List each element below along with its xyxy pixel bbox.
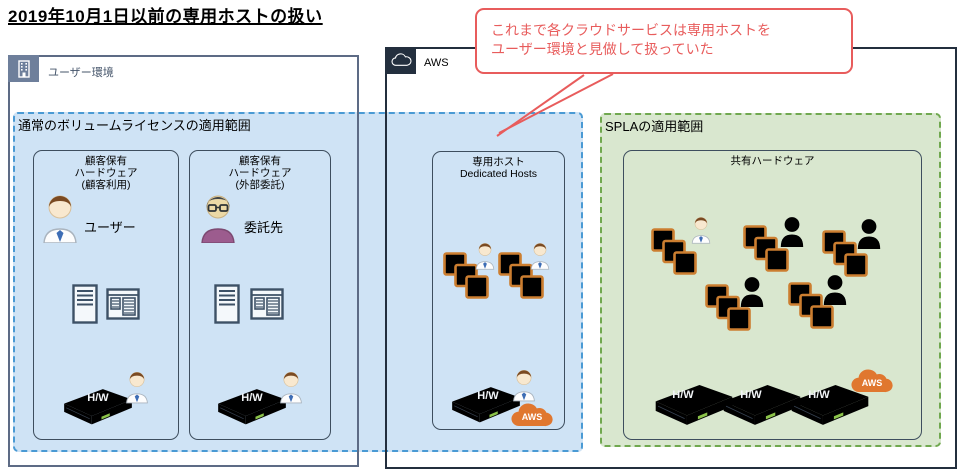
contractor-person-label: 委託先 (244, 220, 284, 235)
volume-license-region-label: 通常のボリュームライセンスの適用範囲 (18, 118, 251, 133)
shared-hardware-label: 共有ハードウェア (730, 155, 815, 167)
aws-label: AWS (424, 57, 449, 69)
customer-hardware-box-2: 顧客保有 ハードウェア (外部委託) (189, 150, 331, 440)
annotation-callout: これまで各クラウドサービスは専用ホストを ユーザー環境と見做して扱っていた (475, 8, 853, 74)
dedicated-hosts-box: 専用ホスト Dedicated Hosts (432, 151, 565, 430)
hw-label: H/W (241, 392, 263, 404)
aws-badge-label: AWS (861, 378, 883, 388)
aws-badge-label: AWS (521, 412, 543, 422)
customer-box-1-line1: 顧客保有 (85, 155, 127, 167)
callout-line1: これまで各クラウドサービスは専用ホストを (491, 22, 771, 38)
shared-hardware-box: 共有ハードウェア (623, 150, 922, 440)
customer-box-2-line1: 顧客保有 (239, 155, 281, 167)
dedicated-hosts-line1: 専用ホスト (472, 156, 525, 168)
hw-label: H/W (477, 390, 499, 402)
hw-label: H/W (808, 389, 830, 401)
user-environment-box (8, 55, 359, 467)
page-title: 2019年10月1日以前の専用ホストの扱い (8, 7, 323, 26)
customer-box-2-line3: (外部委託) (235, 179, 285, 191)
dedicated-hosts-line2: Dedicated Hosts (459, 168, 538, 180)
hw-label: H/W (87, 392, 109, 404)
customer-hardware-box-1: 顧客保有 ハードウェア (顧客利用) (33, 150, 179, 440)
user-environment-label: ユーザー環境 (48, 67, 114, 79)
callout-line2: ユーザー環境と見做して扱っていた (491, 41, 714, 57)
user-person-label: ユーザー (84, 220, 136, 235)
cloud-icon (385, 47, 416, 74)
customer-box-1-line2: ハードウェア (74, 167, 138, 179)
building-icon (8, 55, 39, 82)
hw-label: H/W (740, 389, 762, 401)
spla-region-label: SPLAの適用範囲 (605, 119, 704, 134)
hw-label: H/W (672, 389, 694, 401)
customer-box-2-line2: ハードウェア (228, 167, 292, 179)
customer-box-1-line3: (顧客利用) (81, 179, 131, 191)
